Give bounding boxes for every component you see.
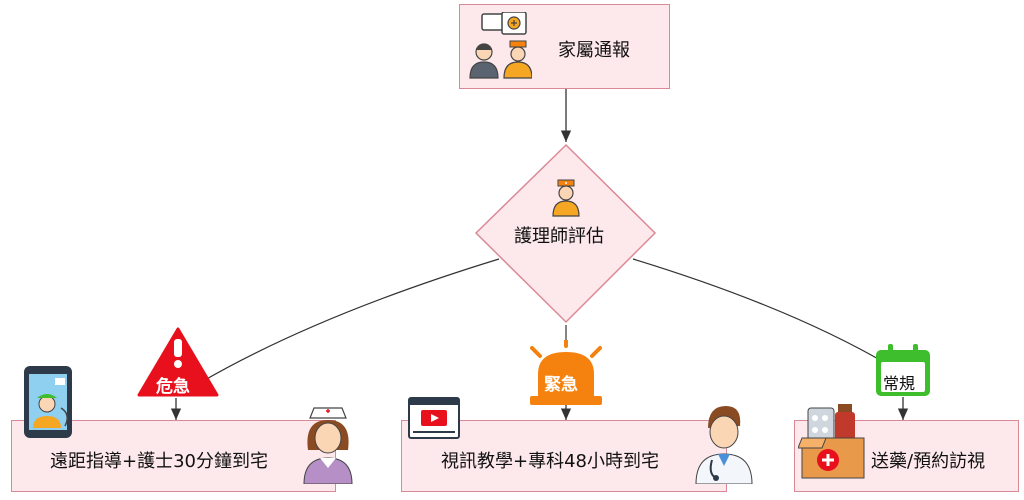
- routine-badge-label: 常規: [883, 374, 916, 393]
- urgent-badge-label: 緊急: [544, 375, 578, 395]
- video-tutorial-icon: [407, 396, 461, 444]
- family-report-label: 家屬通報: [558, 40, 630, 61]
- line-eval-to-routine: [632, 258, 903, 374]
- phone-telemedicine-icon: [21, 364, 77, 444]
- doctor-avatar-icon: [694, 404, 754, 488]
- nurse-avatar-icon: [300, 404, 356, 488]
- danger-badge-label: 危急: [156, 377, 190, 397]
- nurse-eval-label: 護理師評估: [514, 226, 604, 247]
- nurse-eval-diamond: [474, 143, 657, 324]
- medicine-box-icon: [797, 404, 868, 484]
- urgent-siren-icon: [526, 338, 606, 412]
- routine-calendar-icon: [874, 342, 932, 402]
- danger-action-label: 遠距指導+護士30分鐘到宅: [50, 451, 268, 472]
- routine-action-label: 送藥/預約訪視: [871, 451, 986, 472]
- family-nurse-chat-icon: [466, 11, 533, 86]
- line-eval-to-danger: [177, 258, 500, 397]
- danger-warning-triangle-icon: [137, 327, 219, 401]
- nurse-icon: [552, 179, 580, 221]
- urgent-action-label: 視訊教學+專科48小時到宅: [441, 451, 659, 472]
